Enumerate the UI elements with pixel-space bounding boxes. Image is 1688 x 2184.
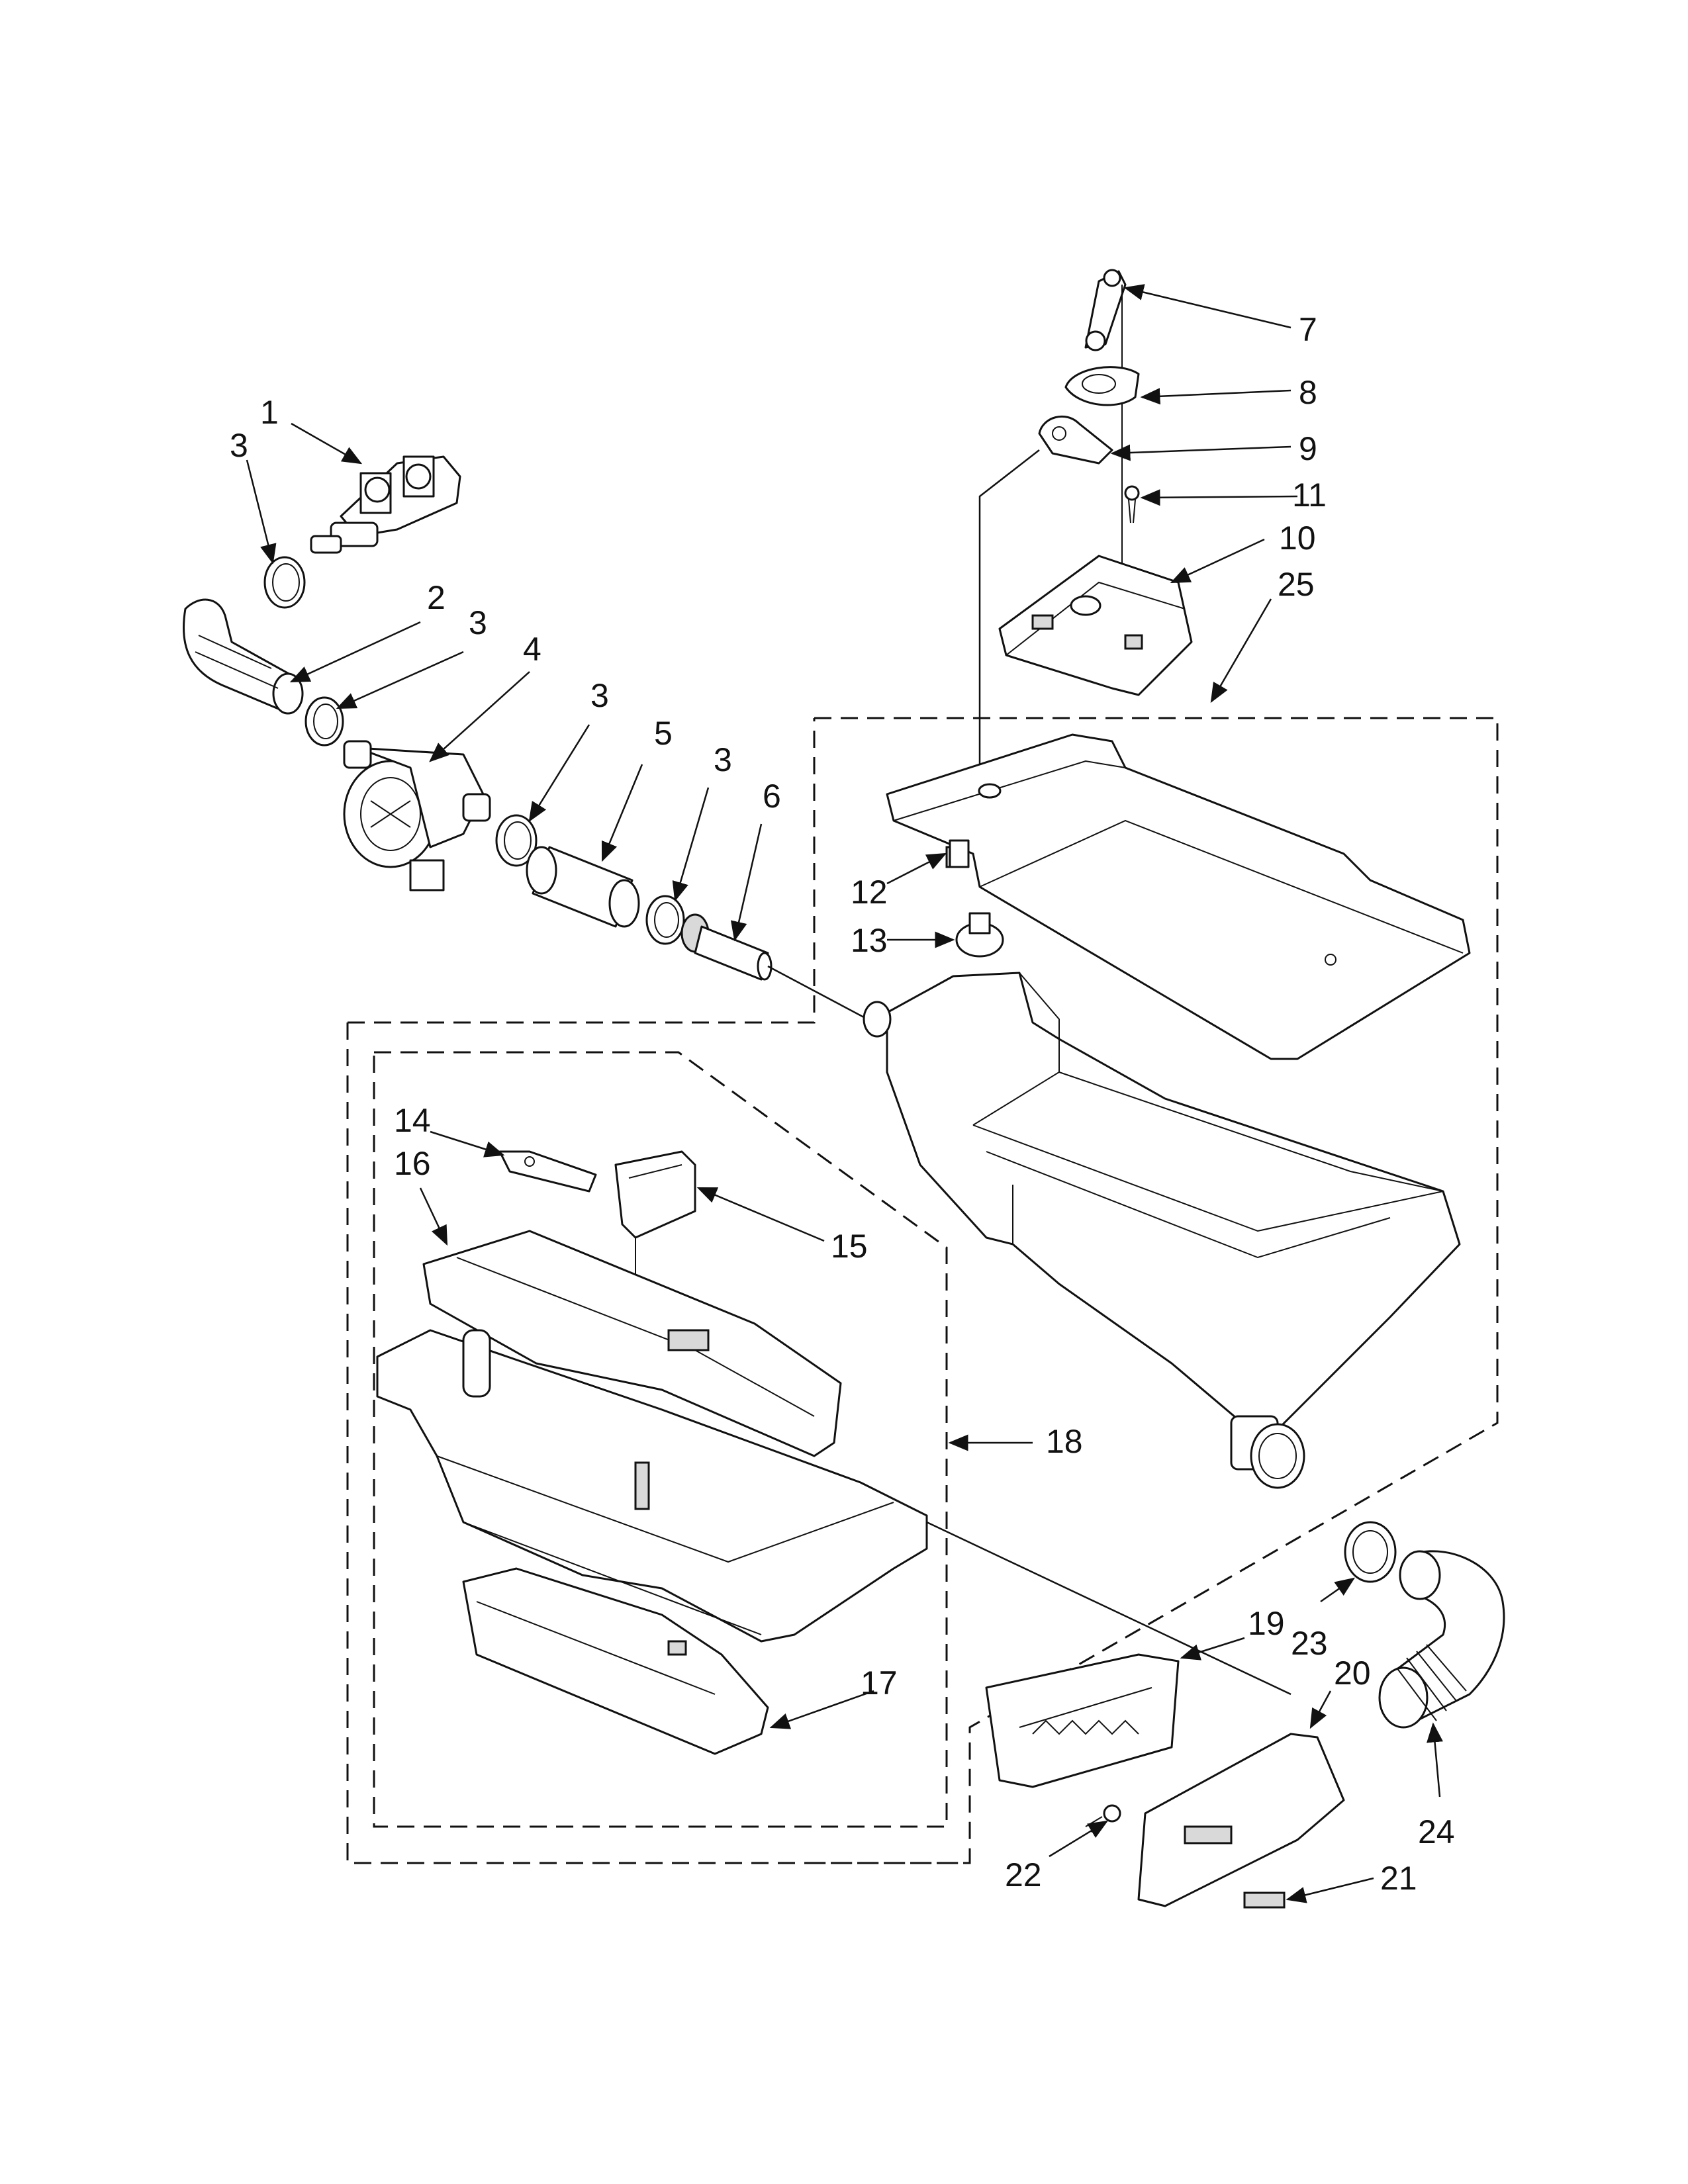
drawer-handle-frame-19 bbox=[985, 1653, 1180, 1788]
actuator-link bbox=[1084, 269, 1127, 351]
callout-11: 11 bbox=[1292, 477, 1327, 514]
pump-assembly bbox=[343, 740, 491, 891]
callout-6: 6 bbox=[763, 778, 781, 815]
dispenser-drawer bbox=[376, 1329, 928, 1643]
outlet-hose-24 bbox=[1378, 1550, 1505, 1729]
callout-4: 4 bbox=[523, 631, 541, 668]
callout-10: 10 bbox=[1279, 520, 1316, 557]
callout-23: 23 bbox=[1291, 1625, 1328, 1662]
hose-clamp-2 bbox=[305, 696, 344, 747]
callout-3-second: 3 bbox=[469, 604, 487, 641]
hose-clamp-top bbox=[263, 556, 306, 609]
hose-clamp-4 bbox=[645, 895, 685, 945]
assembly-18-outer-outline bbox=[346, 718, 970, 1864]
callout-22: 22 bbox=[1005, 1856, 1042, 1893]
coupling-23 bbox=[1344, 1521, 1397, 1583]
callout-1: 1 bbox=[260, 394, 279, 431]
callout-16: 16 bbox=[394, 1145, 431, 1182]
cover-clip bbox=[949, 839, 970, 868]
callout-9: 9 bbox=[1299, 430, 1317, 467]
callout-13: 13 bbox=[851, 922, 888, 959]
callout-24: 24 bbox=[1418, 1813, 1455, 1850]
callout-3-top: 3 bbox=[230, 427, 248, 464]
cover-knob bbox=[955, 912, 1004, 958]
callout-5: 5 bbox=[654, 715, 673, 752]
siphon-cap-15 bbox=[614, 1150, 696, 1239]
callout-18: 18 bbox=[1046, 1423, 1083, 1460]
callout-3-fourth: 3 bbox=[714, 741, 732, 778]
callout-3-third: 3 bbox=[590, 677, 609, 714]
dispenser-housing bbox=[863, 972, 1461, 1489]
actuator-cam bbox=[1064, 366, 1140, 406]
drawer-handle-20 bbox=[1137, 1733, 1345, 1907]
callout-25: 25 bbox=[1278, 566, 1315, 603]
water-valve bbox=[310, 455, 461, 554]
callout-14: 14 bbox=[394, 1102, 431, 1139]
callout-8: 8 bbox=[1299, 374, 1317, 411]
hose-segment bbox=[526, 846, 640, 928]
screw-22 bbox=[1085, 1804, 1121, 1833]
callout-19: 19 bbox=[1248, 1605, 1285, 1642]
connection-line-19 bbox=[926, 1521, 1291, 1696]
connection-line-6 bbox=[767, 965, 874, 1024]
callout-15: 15 bbox=[831, 1228, 868, 1265]
drawer-front-17 bbox=[462, 1567, 769, 1755]
assembly-18-inner-outline bbox=[373, 1051, 948, 1828]
callout-12: 12 bbox=[851, 874, 888, 911]
siphon-clip-14 bbox=[498, 1150, 597, 1193]
callout-7: 7 bbox=[1299, 311, 1317, 348]
callout-17: 17 bbox=[861, 1664, 898, 1702]
callout-labels: 1 2 3 3 3 3 4 5 6 7 8 9 10 11 12 13 14 1… bbox=[230, 311, 1455, 1897]
callout-2: 2 bbox=[427, 579, 445, 616]
inlet-hose bbox=[182, 598, 304, 715]
hose-clamp-3 bbox=[495, 814, 538, 867]
label-21 bbox=[1243, 1891, 1286, 1909]
actuator-motor bbox=[998, 555, 1193, 696]
callout-21: 21 bbox=[1380, 1860, 1417, 1897]
connection-line-9 bbox=[978, 449, 1040, 788]
inlet-nozzle bbox=[680, 913, 773, 981]
callout-20: 20 bbox=[1334, 1655, 1371, 1692]
actuator-gasket bbox=[1038, 415, 1113, 465]
screw-11 bbox=[1124, 485, 1140, 523]
leaders bbox=[246, 284, 1443, 1903]
